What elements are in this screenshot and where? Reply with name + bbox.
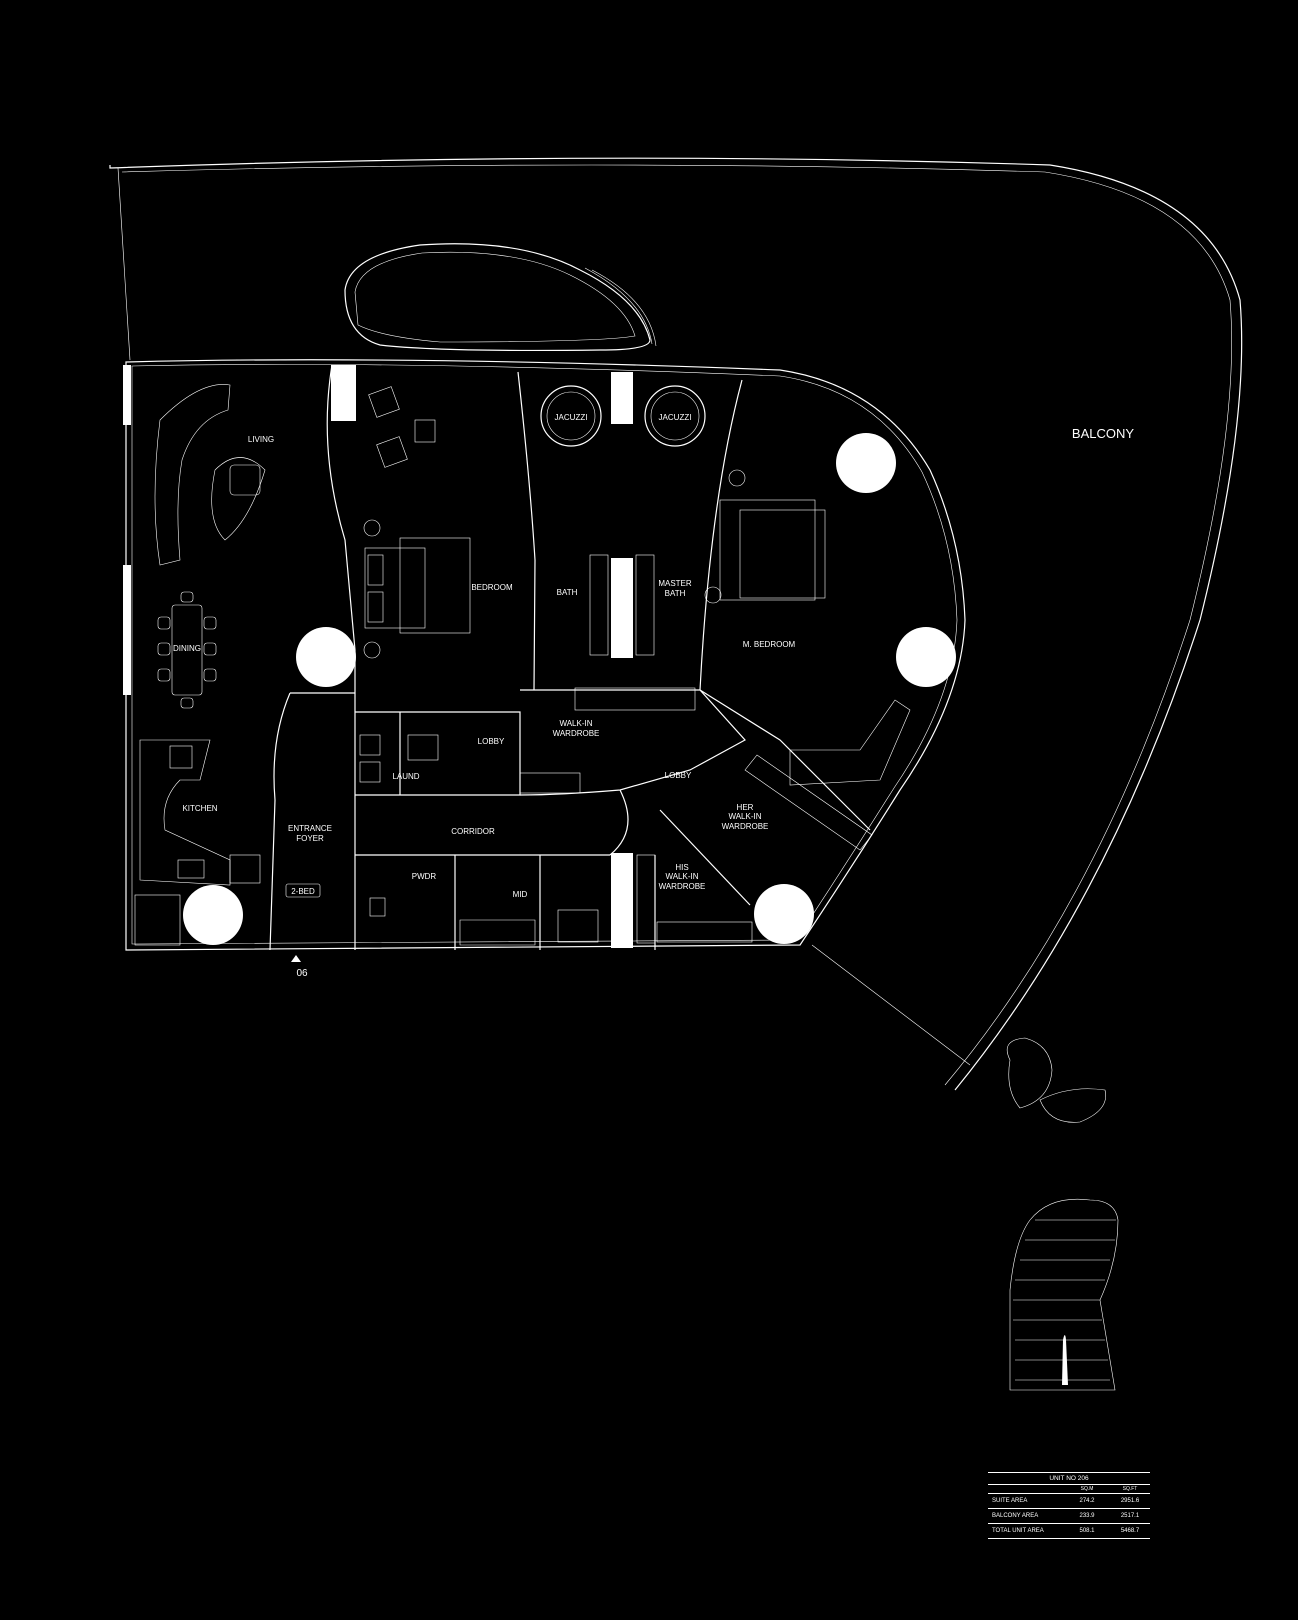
label-lobby-2: LOBBY [665,771,692,780]
label-entry-marker: 06 [296,968,308,979]
label-his-2: WALK-IN [665,872,698,881]
kitchen-counter [134,739,261,946]
label-mid: MID [513,890,528,899]
label-her-1: HER [737,803,754,812]
label-his-1: HIS [675,863,688,872]
label-pwdr: PWDR [412,872,437,881]
row-label: TOTAL UNIT AREA [992,1528,1044,1534]
header-sqft: SQ.FT [1122,1486,1138,1492]
master-bed [704,469,826,604]
pool [344,243,657,352]
label-his-3: WARDROBE [659,882,706,891]
living-furniture [154,384,266,566]
row-label: SUITE AREA [992,1498,1028,1504]
table-row: TOTAL UNIT AREA 508.1 5468.7 [988,1524,1150,1539]
balcony-outline [109,157,1243,1091]
apartment-outline [125,359,966,951]
table-header: SQ.M SQ.FT [988,1485,1150,1494]
row-sqm: 274.2 [1079,1498,1095,1504]
building-elevation-icon [1009,1198,1119,1391]
table-row: SUITE AREA 274.2 2951.6 [988,1494,1150,1509]
label-bed-tag: 2-BED [291,887,315,896]
row-sqft: 2951.6 [1120,1498,1140,1504]
label-living: LIVING [248,435,274,444]
label-lobby-1: LOBBY [478,737,505,746]
table-row: BALCONY AREA 233.9 2517.1 [988,1509,1150,1524]
label-her-2: WALK-IN [728,812,761,821]
wardrobe-racks [519,687,873,944]
label-her-3: WARDROBE [722,822,769,831]
label-master-bath-2: BATH [665,589,686,598]
key-plan-inset [1006,1037,1107,1123]
label-bath: BATH [557,588,578,597]
label-jacuzzi-1: JACUZZI [555,413,588,422]
row-label: BALCONY AREA [992,1513,1039,1519]
jacuzzi-tubs [540,385,706,447]
label-master-bath-1: MASTER [658,579,692,588]
label-foyer-2: FOYER [296,834,324,843]
label-m-bedroom: M. BEDROOM [743,640,796,649]
row-sqm: 233.9 [1079,1513,1095,1519]
bedroom-bed [363,519,471,659]
unit-area-table: UNIT NO 206 SQ.M SQ.FT SUITE AREA 274.2 … [988,1472,1150,1539]
label-laund: LAUND [392,772,419,781]
row-sqm: 508.1 [1079,1528,1095,1534]
label-walkin-1: WALK-IN [559,719,592,728]
label-dining: DINING [173,644,201,653]
label-balcony: BALCONY [1072,426,1134,441]
row-sqft: 2517.1 [1120,1513,1140,1519]
label-foyer-1: ENTRANCE [288,824,332,833]
row-sqft: 5468.7 [1120,1528,1140,1534]
table-title: UNIT NO 206 [988,1472,1150,1485]
label-kitchen: KITCHEN [182,804,217,813]
dining-table [157,591,217,709]
label-walkin-2: WARDROBE [553,729,600,738]
label-bedroom: BEDROOM [471,583,513,592]
header-sqm: SQ.M [1080,1486,1094,1492]
label-jacuzzi-2: JACUZZI [659,413,692,422]
label-corridor: CORRIDOR [451,827,495,836]
